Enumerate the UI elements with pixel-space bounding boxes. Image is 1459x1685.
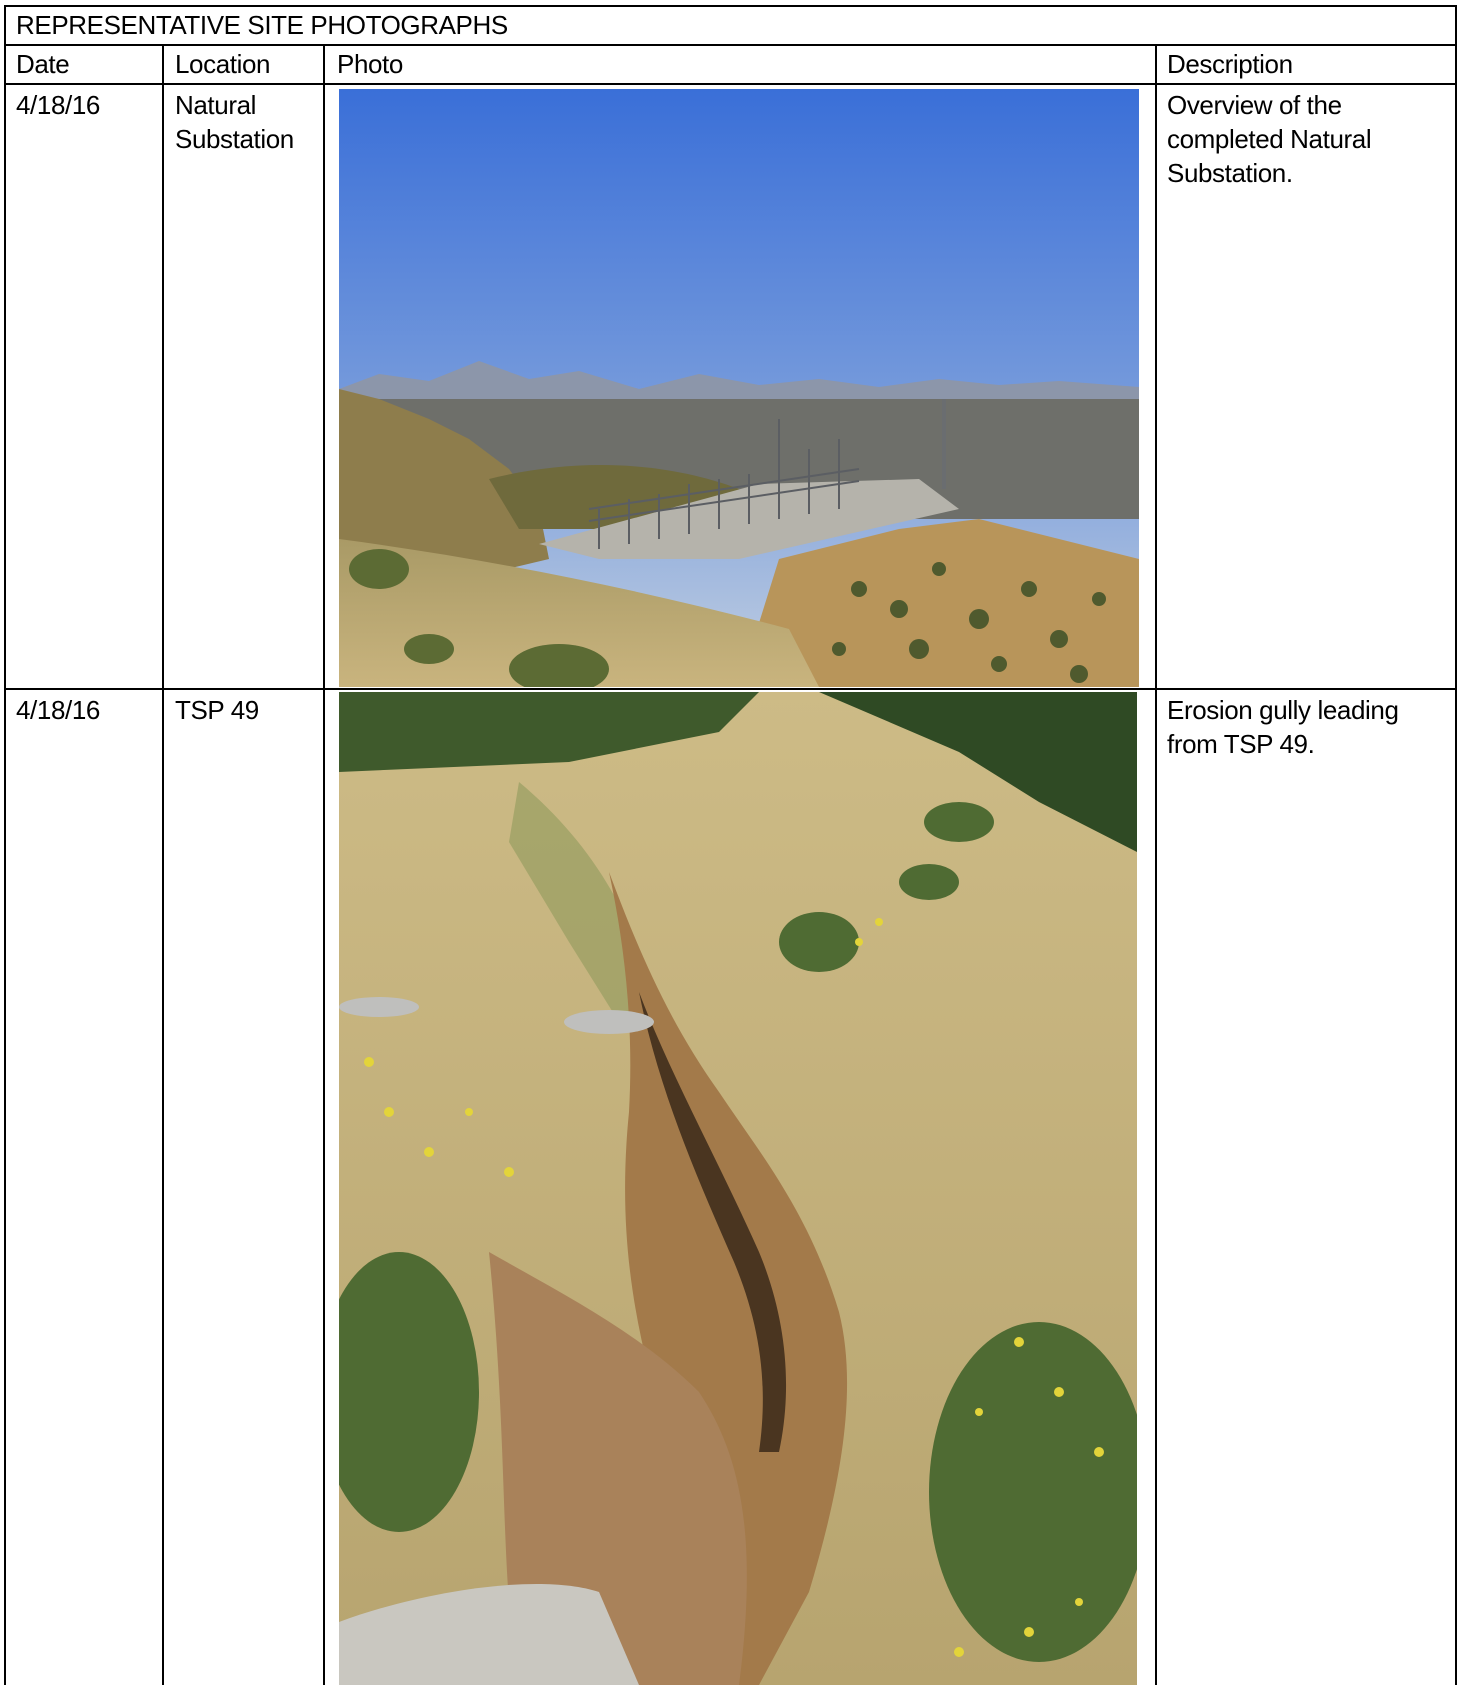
row-2-location: TSP 49 [175, 695, 259, 725]
column-divider-photo [1155, 44, 1157, 1685]
erosion-control-bag [339, 1583, 639, 1685]
header-date: Date [16, 49, 70, 79]
erosion-gully-photo [339, 692, 1137, 1685]
header-photo: Photo [337, 49, 403, 79]
row-1-location-line-1: Natural [175, 90, 257, 120]
top-left-trees [339, 692, 759, 772]
foreground-vegetation [349, 549, 609, 687]
top-right-trees [819, 692, 1137, 852]
header-location: Location [175, 49, 271, 79]
gravel-bags [339, 997, 654, 1034]
yellow-mustard-flowers [364, 918, 1104, 1657]
substation-overview-photo [339, 89, 1139, 687]
title-row-divider [4, 44, 1457, 46]
table-border-left [4, 5, 6, 1685]
row-1-location-line-2: Substation [175, 124, 294, 154]
table-title: REPRESENTATIVE SITE PHOTOGRAPHS [16, 10, 508, 40]
header-description: Description [1167, 49, 1293, 79]
row-1-date: 4/18/16 [16, 90, 100, 120]
foreground-grass [339, 539, 819, 687]
row-2-date: 4/18/16 [16, 695, 100, 725]
row-1-description-line-3: Substation. [1167, 158, 1293, 188]
row-2-description-line-1: Erosion gully leading [1167, 695, 1399, 725]
row-2-description-line-2: from TSP 49. [1167, 729, 1315, 759]
column-divider-location [323, 44, 325, 1685]
hillside-shrubs [832, 562, 1106, 683]
row-1-description-line-1: Overview of the [1167, 90, 1342, 120]
table-border-top [4, 5, 1457, 7]
row-divider [4, 688, 1457, 690]
substation-equipment [588, 419, 860, 549]
erosion-gully-drawing [339, 692, 1137, 1685]
collapsed-soil-bank [489, 1252, 747, 1685]
column-divider-date [162, 44, 164, 1685]
green-weeds [339, 802, 1137, 1662]
table-border-right [1455, 5, 1457, 1685]
substation-overview-drawing [339, 89, 1139, 687]
row-1-description-line-2: completed Natural [1167, 124, 1372, 154]
header-row-divider [4, 83, 1457, 85]
gully-channel [639, 992, 787, 1452]
